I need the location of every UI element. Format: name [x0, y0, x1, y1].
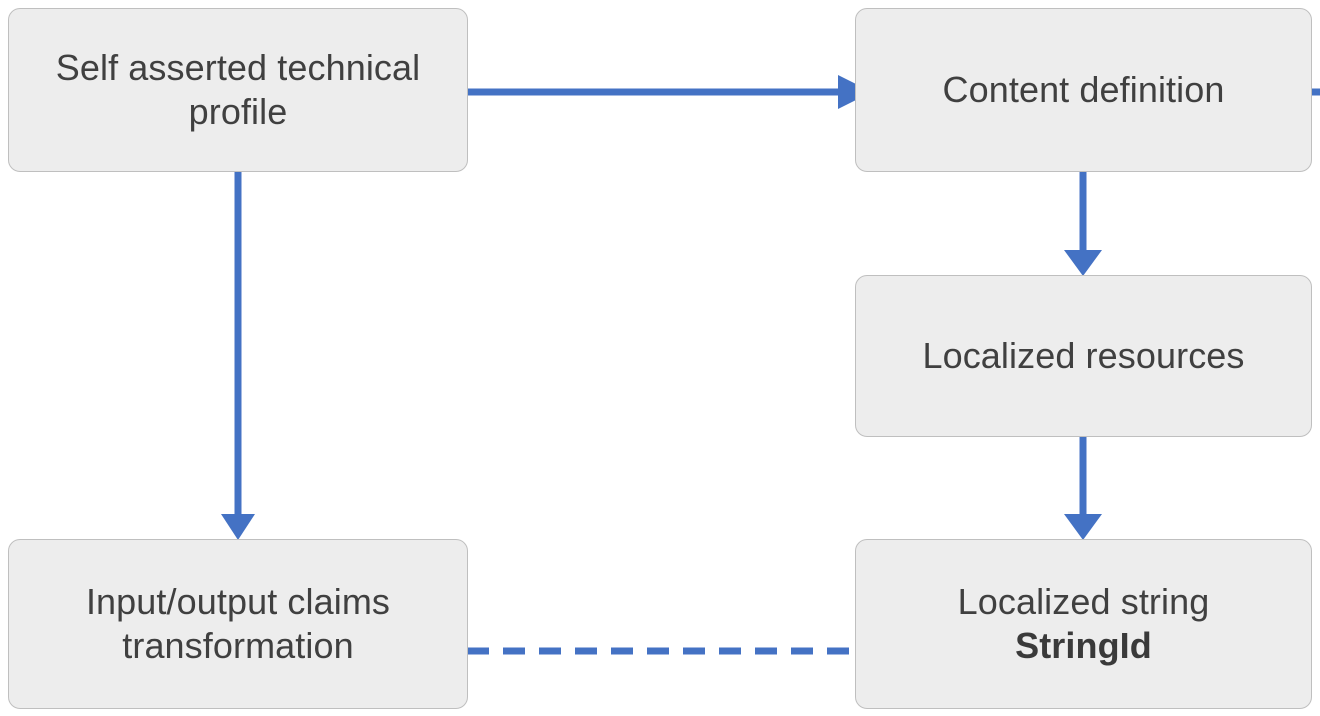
node-label-line-1: Localized string — [957, 581, 1210, 623]
arrowhead-down-right-lower — [1064, 514, 1102, 540]
node-self-asserted-technical-profile[interactable]: Self asserted technical profile — [8, 8, 468, 172]
node-input-output-claims-transformation[interactable]: Input/output claims transformation — [8, 539, 468, 709]
node-label: Content definition — [870, 68, 1297, 112]
node-label-line-1: Localized resources — [922, 335, 1245, 377]
edge-left-vertical — [221, 172, 255, 540]
node-label-line-1: Self asserted technical — [55, 47, 421, 89]
node-label: Localized resources — [870, 334, 1297, 378]
node-label: Localized string StringId — [870, 580, 1297, 668]
arrowhead-down-left — [221, 514, 255, 540]
edge-right-vertical-lower — [1064, 437, 1102, 540]
node-label: Input/output claims transformation — [23, 580, 453, 668]
node-label-string-id: StringId — [1015, 625, 1152, 666]
node-label-line-1: Content definition — [942, 69, 1225, 111]
arrowhead-down-right-upper — [1064, 250, 1102, 276]
node-label-line-1: Input/output claims — [85, 581, 391, 623]
edge-top-horizontal — [467, 75, 872, 109]
node-label-line-2: profile — [188, 91, 288, 132]
node-localized-resources[interactable]: Localized resources — [855, 275, 1312, 437]
node-label-line-2: transformation — [122, 625, 354, 666]
node-content-definition[interactable]: Content definition — [855, 8, 1312, 172]
node-label: Self asserted technical profile — [23, 46, 453, 134]
node-localized-string[interactable]: Localized string StringId — [855, 539, 1312, 709]
edge-right-vertical-upper — [1064, 172, 1102, 276]
